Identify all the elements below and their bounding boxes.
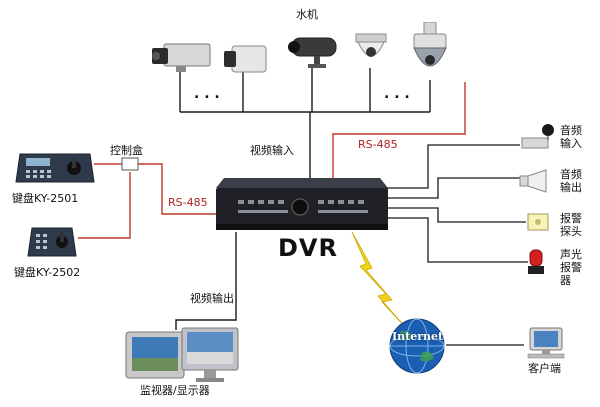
camera-dots-right: . . .: [384, 86, 410, 102]
zoom-camera-icon: [224, 45, 267, 73]
audio-output-label: 音频输出: [560, 168, 582, 194]
box-camera-icon: [152, 43, 211, 72]
dome-camera-icon: [355, 33, 387, 57]
internet-label: Internet: [392, 330, 444, 343]
client-pc-icon: [527, 327, 565, 359]
control-red-lines: [78, 163, 218, 239]
bullet-camera-icon: [288, 37, 337, 68]
microphone-icon: [521, 124, 554, 149]
speaker-icon: [519, 169, 547, 193]
keyboard-2-icon: [27, 227, 77, 257]
dvr-title: DVR: [278, 234, 338, 262]
rs485-right-label: RS-485: [358, 138, 398, 151]
camera-dots-left: . . .: [194, 86, 220, 102]
alarm-sensor-label: 报警探头: [560, 212, 582, 238]
video-input-label: 视频输入: [250, 144, 294, 157]
keyboard-1-label: 键盘KY-2501: [12, 192, 79, 205]
audio-input-label: 音频输入: [560, 124, 582, 150]
video-output-line: [175, 232, 237, 330]
video-output-label: 视频输出: [190, 292, 234, 305]
monitor-label: 监视器/显示器: [140, 384, 210, 397]
siren-label: 声光报警器: [560, 248, 582, 287]
rs485-right-line: [332, 82, 466, 180]
keyboard-2-label: 键盘KY-2502: [14, 266, 81, 279]
camera-bus-lines: [179, 68, 431, 180]
keyboard-1-icon: [15, 153, 95, 183]
client-label: 客户端: [528, 362, 561, 375]
control-box-label: 控制盒: [110, 144, 143, 157]
alarm-sensor-icon: [527, 213, 549, 231]
rs485-left-label: RS-485: [168, 196, 208, 209]
internet-globe-icon: [389, 318, 445, 374]
control-box: [121, 157, 139, 171]
dvr-device: [216, 178, 388, 230]
siren-icon: [528, 249, 544, 274]
cameras-label: 水机: [296, 8, 318, 21]
monitor-icon: [125, 327, 239, 382]
right-device-lines: [380, 144, 528, 263]
speed-dome-camera-icon: [413, 22, 447, 67]
